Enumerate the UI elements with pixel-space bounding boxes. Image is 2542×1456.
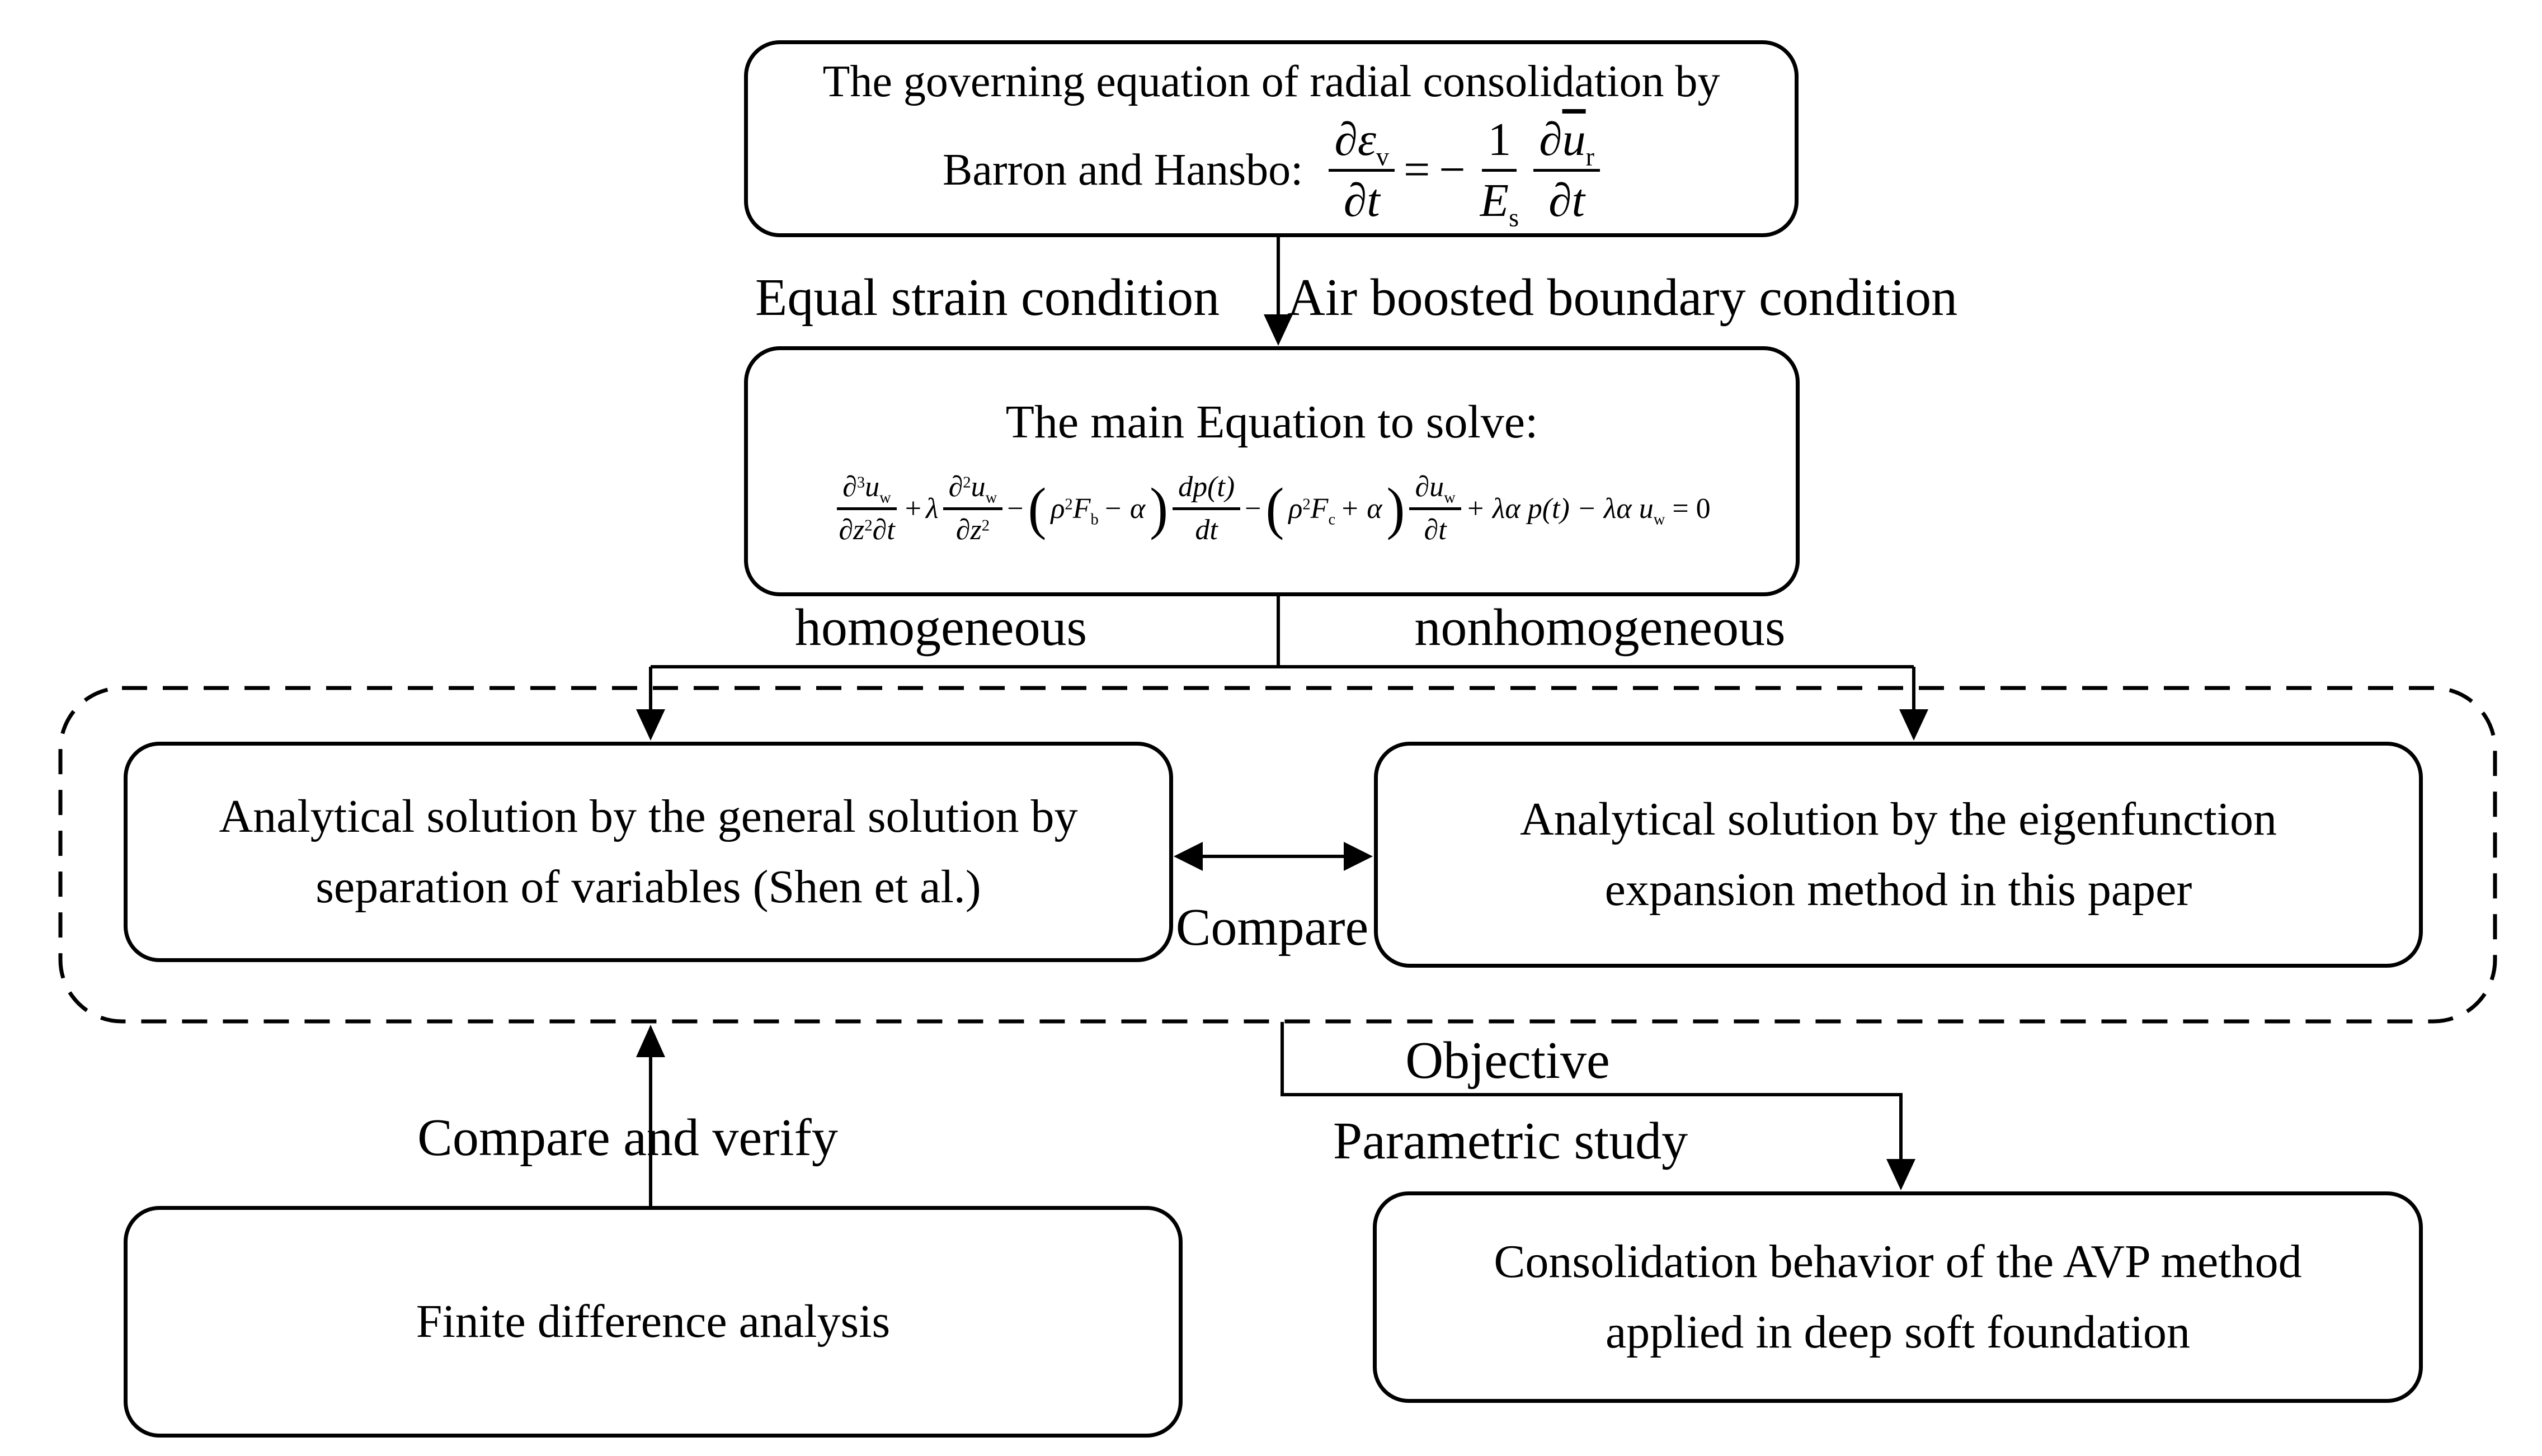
- eq-token: ρ: [1051, 492, 1065, 525]
- eq-token: + λα p(t) − λα u: [1465, 492, 1654, 525]
- main-equation-formula: ∂3uw ∂z2∂t + λ ∂2uw ∂z2 − ( ρ2Fb − α ) d…: [833, 469, 1711, 548]
- box-text-line2: applied in deep soft foundation: [1605, 1306, 2191, 1358]
- arrowhead-left-icon: [1174, 842, 1203, 871]
- governing-equation-box: The governing equation of radial consoli…: [744, 40, 1799, 237]
- compare-and-verify-label: Compare and verify: [417, 1109, 838, 1167]
- elbow-line: [1281, 1022, 1903, 1162]
- main-equation-title: The main Equation to solve:: [1005, 395, 1538, 448]
- arrowhead-down-icon: [1264, 314, 1293, 346]
- box-text-line1: Consolidation behavior of the AVP method: [1494, 1236, 2302, 1288]
- eq-token: =: [1404, 144, 1430, 196]
- fraction: ∂uw ∂t: [1409, 469, 1461, 548]
- eq-token: −: [1245, 492, 1261, 525]
- eq-token: − α: [1103, 492, 1146, 525]
- eq-token: ∂: [842, 471, 857, 503]
- avp-consolidation-box: Consolidation behavior of the AVP method…: [1373, 1191, 2423, 1403]
- arrowhead-down-icon: [1899, 709, 1928, 741]
- eq-token: ∂z: [839, 514, 865, 546]
- governing-equation-text-line1: The governing equation of radial consoli…: [822, 56, 1720, 106]
- eq-token: dt: [1195, 514, 1218, 546]
- equal-strain-condition-label: Equal strain condition: [755, 268, 1220, 327]
- eq-token: = 0: [1672, 492, 1711, 525]
- eq-token: F: [1310, 492, 1329, 525]
- eq-token: 1: [1482, 113, 1517, 172]
- box-text-line1: Analytical solution by the eigenfunction: [1519, 793, 2277, 845]
- box-text-line1: Finite difference analysis: [416, 1295, 891, 1347]
- compare-verify-arrow: [636, 1025, 665, 1206]
- eq-token: F: [1072, 492, 1091, 525]
- eq-token: ρ: [1288, 492, 1303, 525]
- eq-superscript: 2: [864, 517, 873, 535]
- eq-subscript: w: [879, 489, 891, 507]
- eigenfunction-expansion-box: Analytical solution by the eigenfunction…: [1374, 742, 2423, 968]
- eq-token: −: [1439, 144, 1466, 196]
- compare-label: Compare: [1175, 898, 1369, 956]
- eq-subscript: v: [1376, 142, 1390, 171]
- finite-difference-box: Finite difference analysis: [124, 1206, 1183, 1438]
- eq-token: ∂: [1539, 113, 1562, 166]
- dashed-group-border: [58, 686, 2497, 1024]
- eq-superscript: 2: [1302, 496, 1311, 513]
- objective-label: Objective: [1405, 1031, 1610, 1090]
- eq-superscript: 2: [1065, 496, 1073, 513]
- separation-of-variables-box: Analytical solution by the general solut…: [124, 742, 1173, 962]
- eq-token: −: [1007, 492, 1024, 525]
- governing-equation-formula: ∂εv ∂t = − 1 Es ∂ur ∂t: [1329, 113, 1600, 230]
- eq-token: dp(t): [1173, 469, 1241, 511]
- air-boosted-condition-label: Air boosted boundary condition: [1287, 268, 1958, 327]
- fraction: 1 Es: [1475, 113, 1524, 230]
- top-down-arrow: [1264, 237, 1293, 346]
- box-text-line1: Analytical solution by the general solut…: [219, 790, 1078, 842]
- fraction: ∂3uw ∂z2∂t: [833, 469, 900, 548]
- nonhomogeneous-label: nonhomogeneous: [1414, 599, 1786, 657]
- fraction: ∂εv ∂t: [1329, 113, 1395, 228]
- eq-token: ∂t: [1424, 514, 1447, 546]
- eq-token: ∂t: [1548, 174, 1585, 227]
- parametric-study-label: Parametric study: [1333, 1112, 1688, 1170]
- eq-token: +: [905, 492, 922, 525]
- eq-subscript: w: [1653, 511, 1665, 529]
- split-connector: [636, 595, 1928, 741]
- eq-subscript: w: [985, 489, 997, 507]
- eq-token: E: [1480, 174, 1509, 227]
- compare-double-arrow: [1174, 842, 1373, 871]
- eq-token: + α: [1340, 492, 1382, 525]
- eq-token: ∂: [948, 471, 963, 503]
- fraction: dp(t) dt: [1173, 469, 1241, 548]
- box-text-line2: separation of variables (Shen et al.): [316, 861, 981, 913]
- arrowhead-right-icon: [1344, 842, 1373, 871]
- fraction: ∂2uw ∂z2: [943, 469, 1003, 548]
- eq-subscript: r: [1585, 142, 1594, 171]
- eq-subscript: s: [1509, 202, 1519, 232]
- eq-superscript: 3: [856, 474, 865, 492]
- eq-token: λ: [926, 492, 939, 525]
- eq-token: ∂ε: [1334, 113, 1376, 166]
- eq-token: u: [865, 471, 880, 503]
- eq-superscript: 2: [963, 474, 971, 492]
- arrowhead-down-icon: [1886, 1159, 1915, 1190]
- eq-token: ∂t: [1343, 174, 1380, 227]
- homogeneous-label: homogeneous: [794, 599, 1088, 657]
- authors-label: Barron and Hansbo:: [943, 145, 1303, 195]
- arrowhead-up-icon: [636, 1025, 665, 1057]
- eq-token: ∂t: [872, 514, 895, 546]
- eq-token: u: [971, 471, 986, 503]
- arrowhead-down-icon: [636, 709, 665, 741]
- eq-superscript: 2: [981, 517, 990, 535]
- eq-token: ∂z: [955, 514, 982, 546]
- fraction: ∂ur ∂t: [1533, 113, 1600, 228]
- eq-subscript: w: [1444, 489, 1456, 507]
- eq-subscript: c: [1328, 511, 1336, 529]
- eq-token: ∂u: [1415, 471, 1444, 503]
- objective-elbow-arrow: [1281, 1022, 1915, 1190]
- main-equation-box: The main Equation to solve: ∂3uw ∂z2∂t +…: [744, 346, 1800, 596]
- eq-token-overbar: u: [1562, 113, 1586, 166]
- governing-equation-text-line2: Barron and Hansbo: ∂εv ∂t = − 1 Es ∂ur ∂…: [943, 113, 1600, 230]
- box-text-line2: expansion method in this paper: [1604, 864, 2192, 916]
- eq-subscript: b: [1090, 511, 1099, 529]
